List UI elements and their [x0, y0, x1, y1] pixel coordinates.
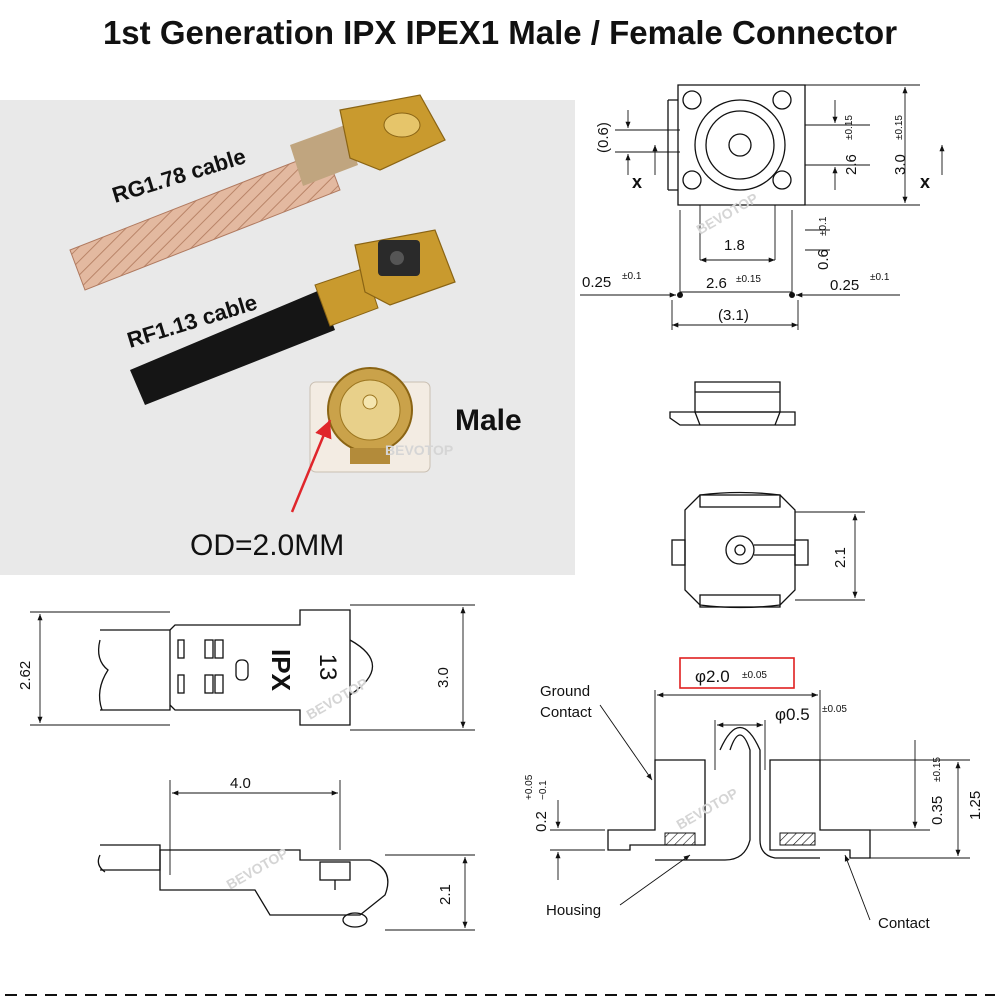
dim-0-6: (0.6) — [595, 122, 612, 153]
number-marking: 13 — [314, 654, 341, 681]
tol-0-2-plus: +0.05 — [524, 774, 535, 800]
dim-2-6-bottom: 2.6 — [706, 275, 727, 292]
tol-0-25-right: ±0.1 — [870, 272, 890, 283]
rg178-cable-photo — [69, 94, 446, 291]
watermark: BEVOTOP — [304, 675, 371, 723]
tol-phi-0-5: ±0.05 — [822, 704, 847, 715]
tol-2-6-bottom: ±0.15 — [736, 274, 761, 285]
tol-3-0: ±0.15 — [894, 115, 905, 140]
dim-0-6b: 0.6 — [815, 249, 832, 270]
dim-1-25: 1.25 — [967, 791, 984, 820]
ground-contact-label-line1: Ground — [540, 683, 590, 700]
rf113-cable-photo — [130, 229, 456, 405]
dim-2-62: 2.62 — [17, 661, 34, 690]
male-top-view — [580, 84, 945, 330]
od-label: OD=2.0MM — [190, 529, 344, 562]
watermark: BEVOTOP — [224, 845, 291, 893]
contact-label: Contact — [878, 915, 931, 932]
watermark: BEVOTOP — [694, 190, 761, 238]
tol-phi-2-0: ±0.05 — [742, 670, 767, 681]
dim-0-25-left: 0.25 — [582, 274, 611, 291]
female-top-view — [30, 604, 475, 731]
dim-0-35: 0.35 — [929, 796, 946, 825]
tol-0-35: ±0.15 — [932, 757, 943, 782]
male-connector-photo — [309, 367, 431, 473]
dim-female-3-0: 3.0 — [435, 667, 452, 688]
tol-2-6: ±0.15 — [844, 115, 855, 140]
dim-bottom-2-1: 2.1 — [832, 547, 849, 568]
tol-0-25-left: ±0.1 — [622, 271, 642, 282]
section-x-left: x — [632, 172, 642, 192]
watermark: BEVOTOP — [385, 442, 453, 458]
phi-2-0-highlight — [679, 657, 795, 689]
page-title: 1st Generation IPX IPEX1 Male / Female C… — [102, 14, 898, 51]
dim-3-1: (3.1) — [718, 307, 749, 324]
male-label: Male — [455, 404, 522, 437]
housing-label: Housing — [546, 902, 601, 919]
male-side-view — [669, 381, 796, 426]
male-bottom-view — [671, 491, 865, 609]
watermark: BEVOTOP — [674, 785, 741, 833]
dim-phi-0-5: φ0.5 — [775, 705, 810, 724]
female-side-view — [97, 780, 475, 931]
tol-0-2-minus: −0.1 — [538, 780, 549, 800]
dim-female-2-1: 2.1 — [437, 884, 454, 905]
dim-0-25-right: 0.25 — [830, 277, 859, 294]
dim-3-0: 3.0 — [892, 154, 909, 175]
dim-phi-2-0: φ2.0 — [695, 667, 730, 686]
od-arrow — [290, 419, 332, 513]
ipx-marking: IPX — [266, 649, 296, 692]
dim-0-2: 0.2 — [533, 811, 550, 832]
cross-section-view — [550, 690, 970, 921]
dim-1-8: 1.8 — [724, 237, 745, 254]
ground-contact-label-line2: Contact — [540, 704, 593, 721]
dim-4-0: 4.0 — [230, 775, 251, 792]
dim-2-6: 2.6 — [843, 154, 860, 175]
tol-0-6b: ±0.1 — [818, 216, 829, 236]
section-x-right: x — [920, 172, 930, 192]
